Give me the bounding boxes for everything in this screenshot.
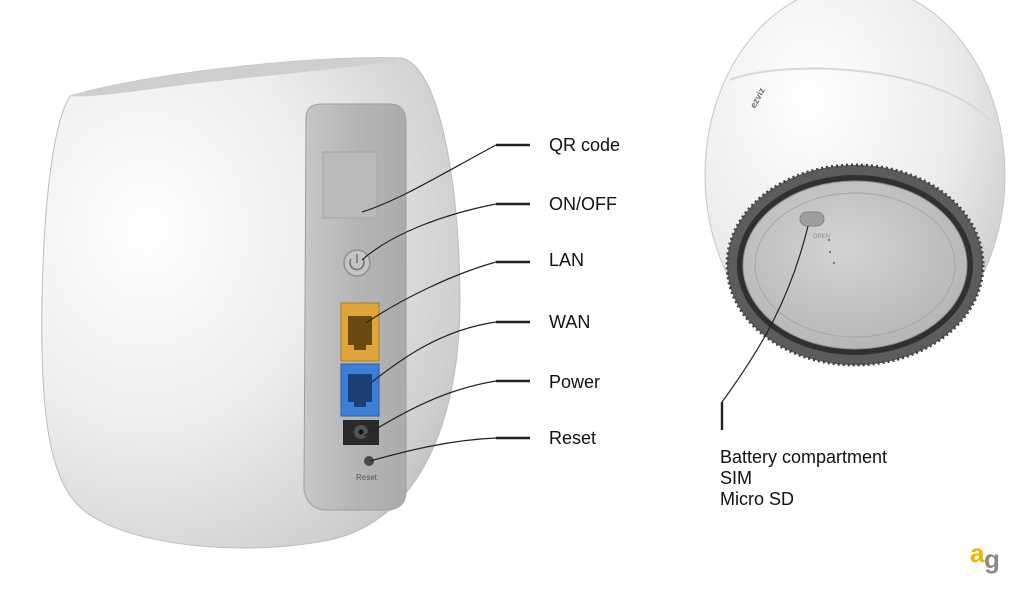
leader-lines: [361, 143, 530, 462]
power-icon: [349, 258, 365, 271]
callout-sim: SIM: [720, 468, 753, 488]
watermark-logo: a g: [970, 538, 1000, 574]
callout-bottom-features: Battery compartment SIM Micro SD: [720, 447, 887, 510]
callout-on-off: ON/OFF: [549, 194, 617, 214]
battery-leader-line: [721, 225, 809, 403]
svg-text:g: g: [984, 544, 1000, 574]
device-bottom-view: [704, 0, 1006, 430]
base-plate: [742, 180, 968, 350]
lan-port: [340, 302, 380, 362]
callout-qr-code: QR code: [549, 135, 621, 155]
callout-lan: LAN: [549, 250, 585, 270]
device-reset-print: Reset: [356, 473, 377, 482]
router-top-rim: [70, 57, 400, 97]
wan-port: [340, 363, 380, 417]
open-latch: [799, 211, 825, 227]
svg-text:a: a: [970, 538, 985, 568]
callout-reset: Reset: [549, 428, 597, 448]
callout-micro-sd: Micro SD: [720, 489, 795, 509]
callout-battery-compartment: Battery compartment: [720, 447, 888, 467]
callout-wan: WAN: [549, 312, 591, 332]
reset-pinhole: [364, 456, 374, 466]
device-open-print: OPEN: [813, 234, 831, 240]
power-jack: [343, 420, 379, 445]
callout-power: Power: [549, 372, 601, 392]
qr-code-area: [322, 151, 378, 219]
